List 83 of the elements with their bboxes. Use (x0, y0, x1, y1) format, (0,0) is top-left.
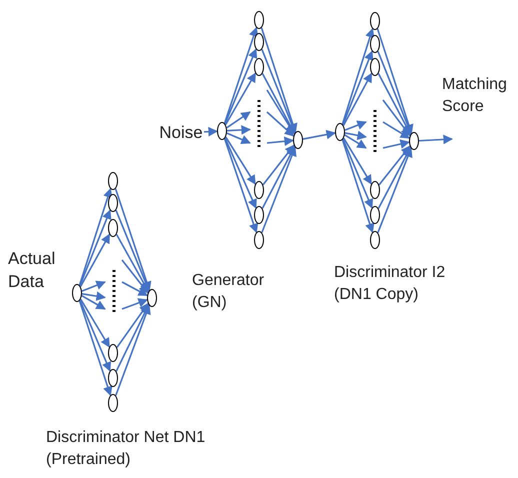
arrow (121, 260, 149, 294)
neuron-node (254, 33, 264, 51)
arrow (262, 144, 295, 186)
neuron-node (370, 181, 380, 199)
arrow (78, 300, 112, 396)
arrow (79, 300, 112, 372)
neuron-node (254, 231, 264, 249)
arrow (302, 130, 336, 140)
arrow (82, 291, 106, 301)
arrow (378, 145, 411, 186)
arrow (262, 146, 296, 209)
arrow (266, 90, 295, 135)
arrow (82, 280, 106, 292)
neuron-node (409, 132, 419, 150)
neuron-node (108, 344, 118, 362)
arrow (114, 188, 152, 292)
arrow (344, 120, 367, 131)
neuron-node (108, 394, 118, 412)
arrow (224, 138, 258, 234)
network-caption: Discriminator Net DN1 (Pretrained) (46, 428, 206, 470)
arrow (342, 72, 372, 126)
neuron-node (370, 35, 380, 53)
arrow (342, 28, 374, 124)
arrow (116, 234, 150, 292)
arrow (80, 234, 110, 288)
input-label: Actual Data (8, 248, 56, 293)
neuron-node (370, 12, 380, 30)
arrow (122, 298, 148, 310)
arrow (261, 146, 296, 233)
neuron-node (217, 122, 227, 140)
neuron-node (254, 206, 264, 224)
neuron-node (254, 11, 264, 29)
arrow (378, 73, 412, 136)
neuron-node (147, 289, 157, 307)
arrow (344, 130, 367, 140)
arrow (418, 134, 453, 144)
arrow (224, 138, 257, 209)
arrow (79, 209, 112, 286)
arrow (224, 48, 258, 124)
neuron-node (254, 58, 264, 76)
network-caption: Matching Score (442, 75, 508, 118)
network-caption: Generator (GN) (192, 271, 266, 314)
arrow (260, 28, 298, 134)
neuron-node (72, 284, 82, 302)
arrow (122, 281, 148, 296)
arrow (226, 111, 251, 128)
arrow (343, 138, 372, 185)
arrow (377, 147, 412, 233)
arrow (116, 304, 150, 372)
neuron-node (335, 123, 345, 141)
arrow (224, 72, 256, 126)
arrow (115, 304, 151, 396)
arrow (382, 139, 410, 149)
neuron-node (293, 131, 303, 149)
arrow (266, 111, 294, 137)
arrow (226, 125, 251, 135)
arrow (342, 138, 374, 209)
arrow (224, 26, 258, 124)
arrow (382, 121, 410, 139)
arrow (266, 136, 294, 146)
neuron-node (370, 58, 380, 76)
neuron-node (108, 369, 118, 387)
arrow (116, 302, 149, 348)
neuron-node (254, 181, 264, 199)
arrow (80, 298, 110, 348)
arrow (225, 136, 256, 185)
input-label: Noise (158, 122, 204, 144)
neuron-node (370, 206, 380, 224)
arrow (81, 295, 106, 310)
neuron-node (370, 231, 380, 249)
arrow (378, 146, 412, 209)
arrow (226, 132, 251, 144)
arrow (342, 140, 374, 234)
neuron-node (108, 172, 118, 190)
arrow (344, 134, 367, 149)
neuron-node (108, 219, 118, 237)
arrow (376, 28, 414, 134)
neuron-node (108, 194, 118, 212)
arrow (78, 188, 112, 286)
arrow (342, 50, 374, 125)
network-caption: Discriminator I2 (DN1 Copy) (334, 263, 446, 306)
arrow (382, 100, 411, 136)
arrow (204, 126, 218, 136)
